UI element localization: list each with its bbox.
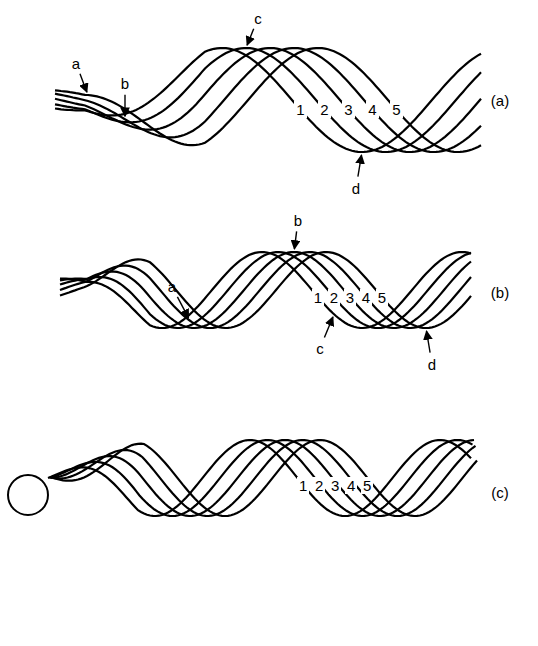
leader-arrow — [358, 155, 362, 177]
leader-arrow — [80, 74, 87, 92]
callout-letter: d — [352, 181, 360, 196]
curve-number: 1 — [297, 477, 309, 494]
wave-curve — [53, 440, 476, 516]
callout-letter: (b) — [491, 285, 509, 300]
wave-curve — [60, 252, 471, 328]
curve-number: 1 — [294, 101, 306, 118]
curve-number: 4 — [360, 289, 372, 306]
curve-number: 2 — [328, 289, 340, 306]
callout-letter: c — [254, 11, 262, 26]
leader-arrow — [294, 231, 296, 249]
curve-number: 3 — [344, 289, 356, 306]
wave-curve — [55, 48, 481, 152]
curve-number: 2 — [313, 477, 325, 494]
callout-letter: c — [316, 341, 324, 356]
leader-arrow — [247, 29, 254, 46]
curve-number: 4 — [345, 477, 357, 494]
leader-arrow — [324, 317, 333, 338]
callout-letter: a — [72, 56, 80, 71]
callout-letter: d — [428, 357, 436, 372]
callout-letter: (a) — [491, 93, 509, 108]
wave-curve — [55, 48, 481, 152]
curve-number: 2 — [318, 101, 330, 118]
curve-number: 3 — [342, 101, 354, 118]
wave-curve — [60, 252, 471, 328]
wave-curve — [60, 252, 471, 328]
wave-curve — [55, 48, 481, 152]
wave-curve — [55, 48, 481, 152]
curve-number: 4 — [366, 101, 378, 118]
leader-arrow — [177, 297, 188, 318]
curve-number: 5 — [390, 101, 402, 118]
wave-curve — [54, 440, 477, 516]
curve-number: 5 — [376, 289, 388, 306]
callout-letter: a — [168, 279, 176, 294]
callout-letter: (c) — [491, 485, 509, 500]
callout-letter: b — [121, 76, 129, 91]
wave-curve — [60, 252, 471, 328]
leader-arrow — [427, 331, 431, 353]
curve-number: 3 — [329, 477, 341, 494]
curve-number: 1 — [312, 289, 324, 306]
callout-letter: b — [294, 213, 302, 228]
source-circle — [8, 475, 48, 515]
curve-number: 5 — [361, 477, 373, 494]
wave-curve — [60, 252, 471, 328]
leader-arrow — [124, 95, 125, 117]
wave-curve — [55, 48, 481, 152]
